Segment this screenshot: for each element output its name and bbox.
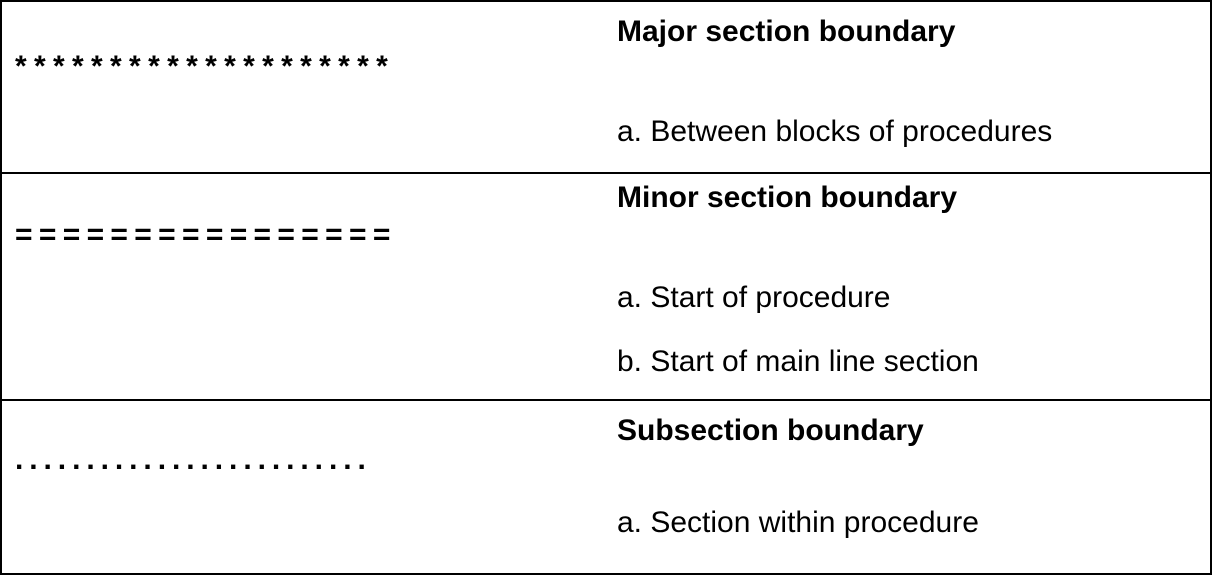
row-item-b: b. Start of main line section xyxy=(617,345,979,378)
table-row-major-section: * * * * * * * * * * * * * * * * * * * * … xyxy=(2,2,1210,174)
dot-separator-line: . . . . . . . . . . . . . . . . . . . . … xyxy=(15,443,366,476)
row-item-a: a. Start of procedure xyxy=(617,281,891,314)
row-title-subsection: Subsection boundary xyxy=(617,414,924,447)
row-item-a: a. Between blocks of procedures xyxy=(617,115,1053,148)
equals-separator-line: = = = = = = = = = = = = = = = = xyxy=(15,218,390,251)
row-title-minor-section: Minor section boundary xyxy=(617,181,958,214)
row-title-major-section: Major section boundary xyxy=(617,15,956,48)
table-row-minor-section: = = = = = = = = = = = = = = = = Minor se… xyxy=(2,174,1210,401)
table-row-subsection: . . . . . . . . . . . . . . . . . . . . … xyxy=(2,401,1210,573)
row-item-a: a. Section within procedure xyxy=(617,506,979,539)
asterisk-separator-line: * * * * * * * * * * * * * * * * * * * * xyxy=(15,50,388,83)
